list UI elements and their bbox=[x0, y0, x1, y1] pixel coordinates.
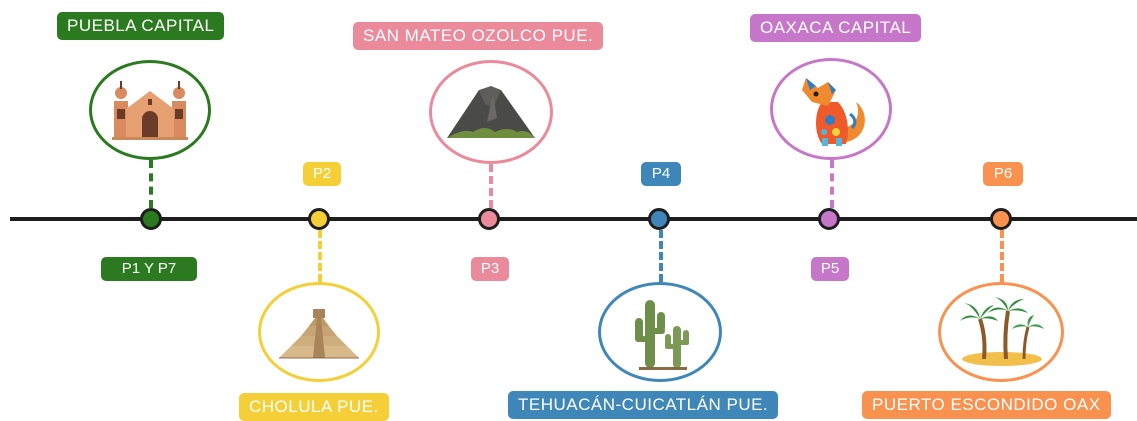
place-label-san-mateo-ozolco: SAN MATEO OZOLCO PUE. bbox=[353, 22, 604, 50]
stop-connector-1 bbox=[149, 160, 153, 208]
stop-circle-puerto-escondido bbox=[938, 282, 1064, 382]
stop-marker-2 bbox=[308, 208, 330, 230]
stop-marker-5 bbox=[818, 208, 840, 230]
church-icon bbox=[112, 81, 188, 140]
place-label-oaxaca-capital: OAXACA CAPITAL bbox=[750, 14, 922, 42]
alebrije-fox-icon bbox=[802, 78, 865, 146]
pyramid-icon bbox=[279, 309, 359, 359]
stop-code-p6: P6 bbox=[983, 162, 1023, 186]
palm-island-icon bbox=[960, 297, 1044, 366]
stop-code-p5: P5 bbox=[811, 257, 849, 281]
place-label-cholula: CHOLULA PUE. bbox=[239, 393, 389, 421]
stop-connector-2 bbox=[318, 230, 322, 282]
stop-marker-6 bbox=[990, 208, 1012, 230]
cactus-icon bbox=[635, 300, 689, 370]
stop-connector-5 bbox=[830, 160, 834, 208]
stop-code-p3: P3 bbox=[471, 257, 509, 281]
stop-marker-1 bbox=[140, 208, 162, 230]
stop-circle-cholula bbox=[258, 282, 380, 382]
place-label-puebla-capital: PUEBLA CAPITAL bbox=[57, 12, 225, 40]
stop-code-p2: P2 bbox=[303, 162, 341, 186]
stop-marker-3 bbox=[478, 208, 500, 230]
stop-circle-puebla-capital bbox=[89, 60, 211, 160]
stop-connector-3 bbox=[489, 164, 493, 208]
place-label-tehuacan-cuicatlan: TEHUACÁN-CUICATLÁN PUE. bbox=[508, 391, 779, 419]
stop-code-p1-p7: P1 Y P7 bbox=[101, 257, 197, 281]
volcano-icon bbox=[447, 86, 535, 138]
timeline-line bbox=[10, 217, 1137, 221]
stop-circle-oaxaca-capital bbox=[770, 58, 892, 160]
stop-marker-4 bbox=[648, 208, 670, 230]
stop-connector-6 bbox=[1000, 230, 1004, 282]
stop-code-p4: P4 bbox=[641, 162, 681, 186]
place-label-puerto-escondido: PUERTO ESCONDIDO OAX bbox=[862, 391, 1111, 419]
stop-circle-tehuacan-cuicatlan bbox=[598, 282, 722, 382]
stop-circle-san-mateo-ozolco bbox=[429, 60, 553, 164]
stop-connector-4 bbox=[659, 230, 663, 282]
